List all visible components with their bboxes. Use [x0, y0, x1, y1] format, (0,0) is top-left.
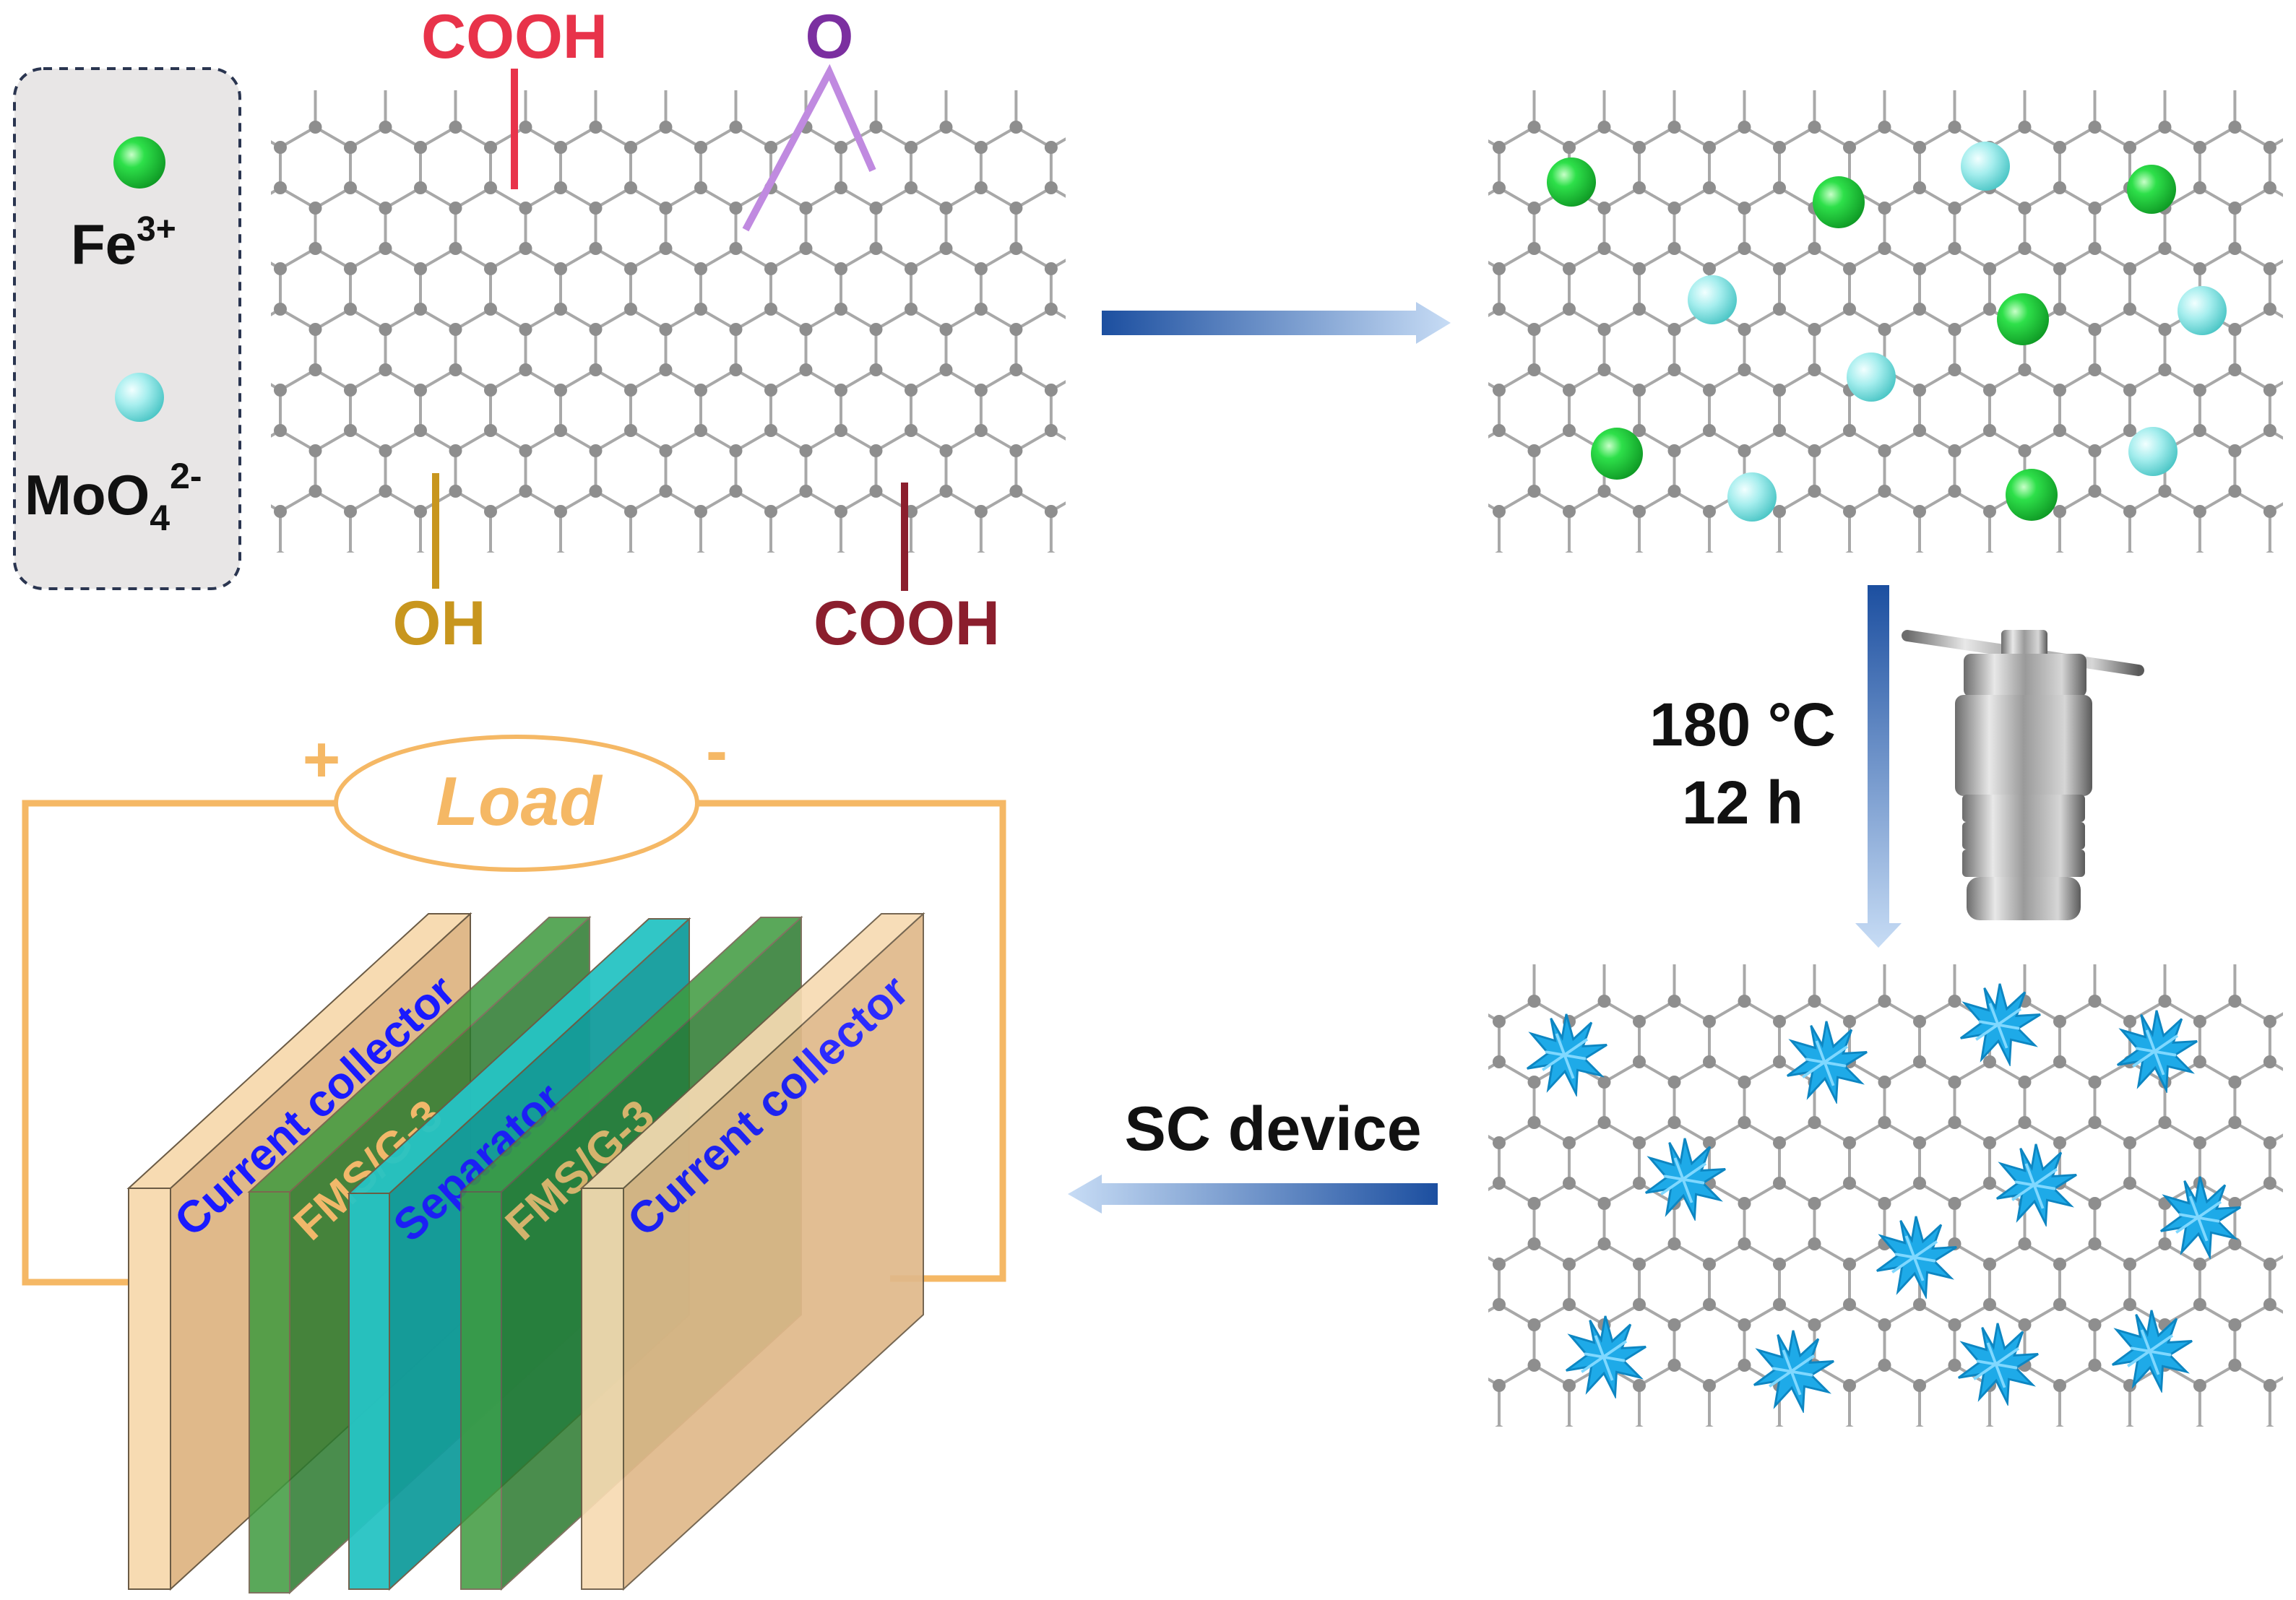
moo4-ion	[2178, 286, 2227, 335]
graphene-lattice	[271, 90, 1066, 553]
cooh-label-top: COOH	[421, 2, 608, 72]
fems-nanoflower	[1875, 1215, 1958, 1298]
moo4-ion	[1688, 275, 1737, 324]
load-ellipse	[334, 735, 699, 872]
duration-label: 12 h	[1682, 769, 1803, 836]
sc-device-label: SC device	[1124, 1094, 1421, 1164]
moo4-ion	[2128, 427, 2178, 476]
ion-legend: Fe3+ MoO42-	[13, 67, 241, 590]
arrow-device	[1068, 1175, 1438, 1214]
graphene-lattice-flowers	[1488, 964, 2283, 1427]
legend-frame	[13, 67, 241, 590]
epoxy-oxygen-label: O	[806, 2, 854, 72]
moo4-ion-sphere	[115, 373, 164, 422]
fe-ion	[1591, 428, 1643, 480]
circuit-wire-right	[697, 800, 1006, 1282]
fems-nanoflower	[2110, 1309, 2193, 1392]
moo4-ion	[1727, 472, 1777, 522]
graphene-lattice-ions	[1488, 90, 2283, 553]
circuit-wire-left	[22, 800, 336, 1286]
fe-ion	[2127, 165, 2176, 214]
temperature-label: 180 °C	[1649, 691, 1836, 758]
fe-ion	[1547, 157, 1596, 207]
nanoflower-graphene-sheet	[1488, 964, 2283, 1427]
moo4-ion	[1961, 142, 2010, 191]
fe-ion	[2006, 469, 2058, 521]
fe-ion-sphere	[113, 137, 165, 189]
minus-terminal: -	[706, 715, 728, 787]
fe-ion	[1997, 293, 2049, 345]
oh-label: OH	[393, 589, 486, 658]
autoclave-icon	[1902, 630, 2144, 920]
graphene-oxide-sheet: COOH O OH COOH	[271, 2, 1066, 658]
fe-ion	[1813, 176, 1865, 228]
epoxy-bond	[742, 64, 876, 232]
plus-terminal: +	[303, 724, 341, 796]
arrow-hydrothermal	[1855, 585, 1902, 948]
load-label: Load	[436, 763, 603, 840]
supercapacitor-stack: Current collectorFMS/G-3SeparatorFMS/G-3…	[126, 912, 925, 1595]
fe-ion-label: Fe3+	[71, 210, 176, 276]
moo4-ion-label: MoO42-	[25, 456, 202, 538]
cooh-label-bottom: COOH	[813, 589, 1000, 658]
arrow-adsorption	[1102, 302, 1451, 344]
external-circuit: Load + -	[22, 715, 1006, 1286]
moo4-ion	[1847, 353, 1896, 402]
ion-loaded-sheet	[1488, 90, 2283, 553]
fems-nanoflower	[1959, 982, 2042, 1065]
